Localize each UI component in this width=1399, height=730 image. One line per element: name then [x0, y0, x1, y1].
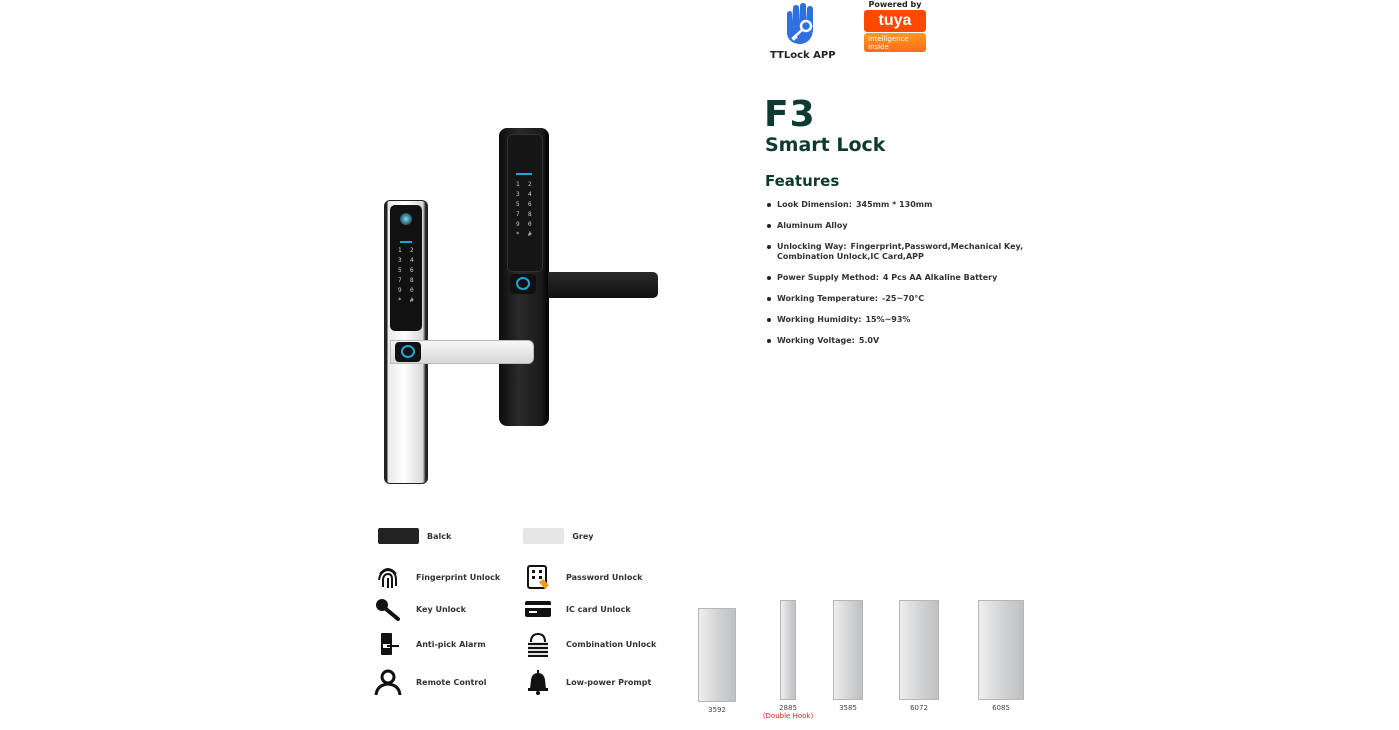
mortise-image	[899, 600, 939, 700]
indicator-bar	[400, 241, 412, 243]
indicator-bar	[516, 173, 532, 175]
grey-swatch	[523, 528, 565, 544]
black-swatch	[378, 528, 419, 544]
grey-lever-handle	[390, 340, 534, 364]
features-heading: Features	[765, 172, 840, 190]
card-icon	[522, 597, 554, 621]
function-combination-unlock: Combination Unlock	[522, 629, 682, 659]
feature-item: Unlocking Way:Fingerprint,Password,Mecha…	[767, 242, 1047, 262]
tagline-line1: Intelligence	[868, 35, 909, 43]
mortise-lock-6072: 6072	[896, 600, 942, 712]
tuya-logo: Powered by tuya Intelligence Inside	[862, 0, 928, 52]
function-remote-control: Remote Control	[372, 667, 522, 697]
grey-color-label: Grey	[572, 531, 594, 541]
powered-by-text: Powered by	[868, 0, 922, 9]
function-icons-grid: Fingerprint Unlock Password Unlock Key U…	[372, 565, 682, 697]
mortise-lock-3592: 3592	[692, 600, 742, 714]
tuya-tagline: Intelligence Inside	[864, 33, 926, 52]
function-ic-card-unlock: IC card Unlock	[522, 597, 682, 621]
keypad-touch-icon	[522, 565, 554, 589]
fingerprint-sensor	[395, 342, 421, 362]
double-hook-note: (Double Hook)	[762, 712, 814, 720]
door-lock-icon	[372, 632, 404, 656]
hand-key-icon	[787, 3, 813, 44]
feature-item: Working Temperature:-25~70°C	[767, 294, 1047, 304]
combination-lock-icon	[522, 632, 554, 657]
feature-item: Aluminum Alloy	[767, 221, 1047, 231]
mortise-image	[698, 608, 736, 702]
feature-item: Power Supply Method:4 Pcs AA Alkaline Ba…	[767, 273, 1047, 283]
feature-item: Look Dimension:345mm * 130mm	[767, 200, 1047, 210]
function-low-power-prompt: Low-power Prompt	[522, 667, 682, 697]
mortise-image	[780, 600, 796, 700]
user-icon	[372, 669, 404, 696]
mortise-lock-3585: 3585	[828, 600, 868, 712]
function-anti-pick-alarm: Anti-pick Alarm	[372, 629, 522, 659]
mortise-lock-6085: 6085	[976, 600, 1026, 712]
tuya-brand: tuya	[864, 10, 926, 32]
ttlock-app-logo: TTLock APP	[770, 2, 836, 61]
feature-item: Working Humidity:15%~93%	[767, 315, 1047, 325]
function-fingerprint-unlock: Fingerprint Unlock	[372, 565, 522, 589]
ttlock-label: TTLock APP	[770, 50, 836, 61]
fingerprint-sensor	[510, 274, 536, 294]
bell-icon	[522, 670, 554, 695]
color-options: Balck Grey	[378, 528, 665, 544]
model-title: F3	[764, 94, 816, 135]
feature-item: Working Voltage:5.0V	[767, 336, 1047, 346]
mortise-image	[833, 600, 863, 700]
mortise-lock-2885: 2885 (Double Hook)	[760, 600, 816, 720]
black-lever-handle	[548, 272, 658, 298]
function-key-unlock: Key Unlock	[372, 597, 522, 621]
black-color-label: Balck	[427, 531, 452, 541]
fingerprint-icon	[372, 565, 404, 589]
key-icon	[372, 597, 404, 621]
tagline-line2: Inside	[868, 43, 889, 51]
features-list: Look Dimension:345mm * 130mm Aluminum Al…	[767, 200, 1047, 357]
product-name: Smart Lock	[765, 134, 886, 156]
camera-icon	[400, 213, 412, 225]
mortise-image	[978, 600, 1024, 700]
function-password-unlock: Password Unlock	[522, 565, 682, 589]
